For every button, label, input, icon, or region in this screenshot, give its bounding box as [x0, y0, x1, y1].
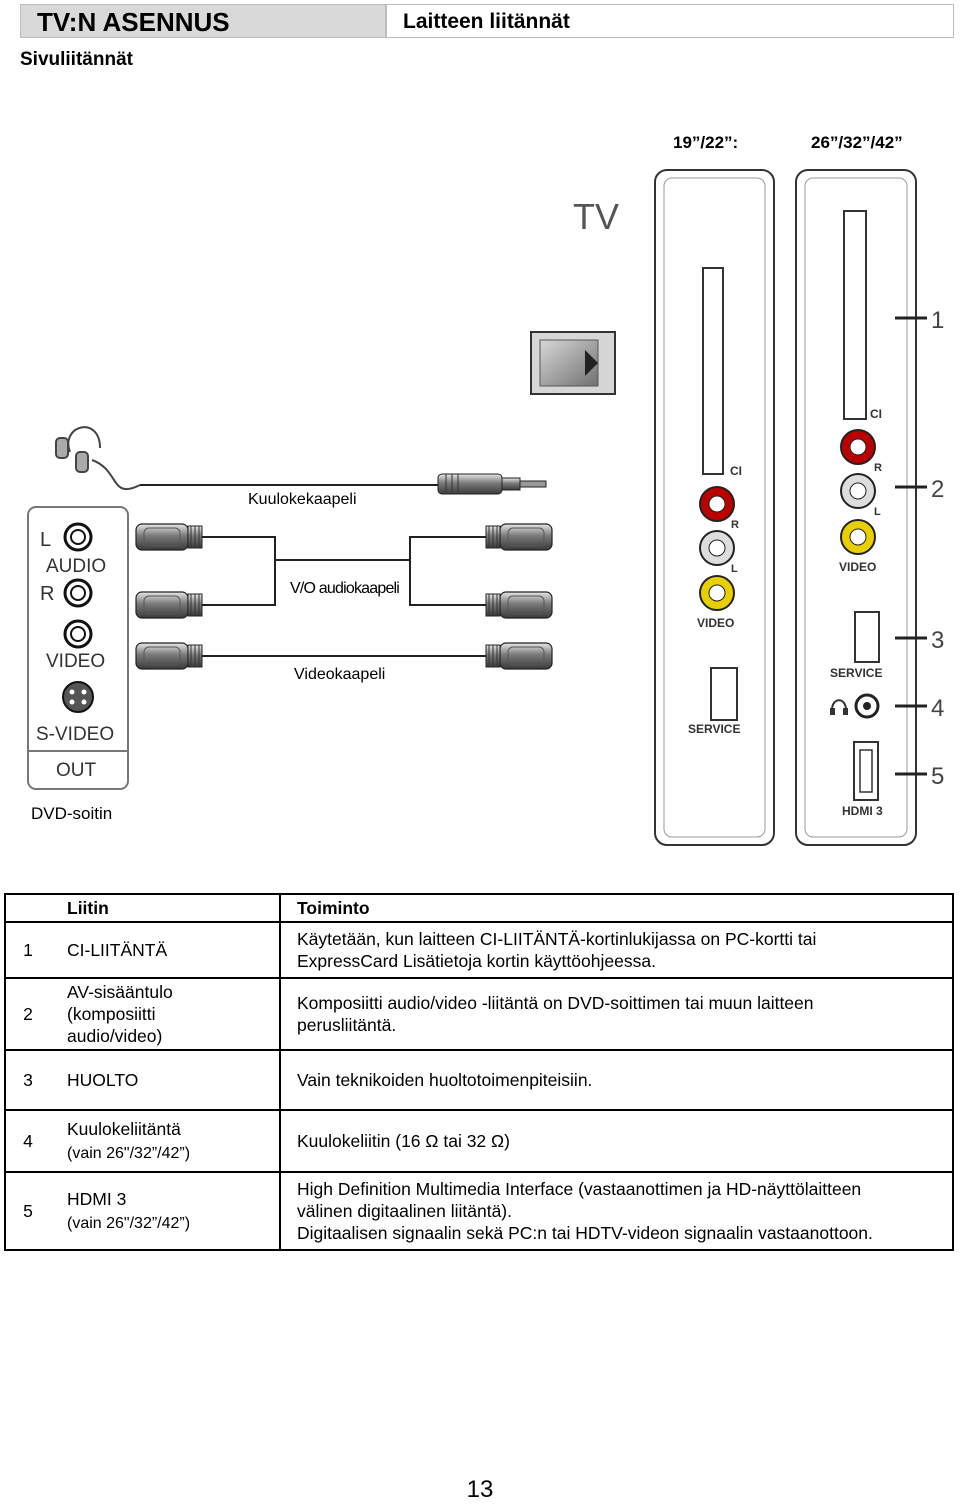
svg-text:R: R — [874, 462, 882, 474]
svg-text:HDMI 3: HDMI 3 — [842, 804, 883, 818]
svg-text:SERVICE: SERVICE — [688, 722, 740, 736]
tv-label: TV — [573, 196, 619, 237]
svg-text:CI: CI — [870, 407, 882, 421]
tv-panel-small: CI R L VIDEO SERVICE — [654, 169, 775, 846]
table-row: 3 HUOLTO Vain teknikoiden huoltotoimenpi… — [4, 1049, 954, 1111]
table-row: 2 AV-sisääntulo (komposiitti audio/video… — [4, 977, 954, 1051]
model-size-large: 26”/32”/42” — [811, 133, 903, 152]
page-title: Laitteen liitännät — [403, 10, 570, 33]
dvd-audio-label: AUDIO — [46, 556, 106, 577]
headphone-cable-label: Kuulokekaapeli — [248, 491, 357, 508]
headphone-jack-icon — [830, 699, 848, 715]
dvd-video-label: VIDEO — [46, 651, 105, 672]
page-number: 13 — [466, 1476, 494, 1503]
model-size-small: 19”/22”: — [673, 133, 739, 152]
table-row: 1 CI-LIITÄNTÄ Käytetään, kun laitteen CI… — [4, 921, 954, 979]
tv-panel-large: CI R L VIDEO SERVICE HDMI 3 — [795, 169, 917, 846]
table-row: 4 Kuulokeliitäntä (vain 26"/32”/42”) Kuu… — [4, 1109, 954, 1173]
ci-card-icon — [530, 331, 616, 395]
rca-plugs-left — [135, 523, 203, 670]
dvd-svideo-label: S-VIDEO — [36, 724, 114, 745]
callout-1: 1 — [931, 307, 944, 334]
callout-2: 2 — [931, 476, 944, 503]
svg-text:L: L — [874, 506, 881, 518]
section-header: TV:N ASENNUS — [20, 4, 386, 38]
av-audio-cable-label: V/O audiokaapeli — [290, 580, 399, 597]
callout-5: 5 — [931, 763, 944, 790]
svg-text:CI: CI — [730, 464, 742, 478]
svg-text:R: R — [731, 519, 739, 531]
dvd-left-label: L — [40, 529, 51, 551]
dvd-out-label: OUT — [56, 760, 97, 781]
callout-4: 4 — [931, 695, 944, 722]
dvd-label: DVD-soitin — [31, 804, 112, 823]
table-row: 5 HDMI 3 (vain 26"/32”/42”) High Definit… — [4, 1171, 954, 1251]
connector-table: Liitin Toiminto 1 CI-LIITÄNTÄ Käytetään,… — [4, 893, 954, 1251]
dvd-right-label: R — [40, 583, 54, 605]
header-function: Toiminto — [280, 893, 954, 923]
svg-text:VIDEO: VIDEO — [697, 616, 734, 630]
video-cable-label: Videokaapeli — [294, 666, 385, 683]
section-title: TV:N ASENNUS — [37, 7, 230, 37]
callouts — [895, 316, 927, 776]
svg-text:SERVICE: SERVICE — [830, 666, 882, 680]
svideo-port-icon — [62, 681, 94, 713]
table-header-row: Liitin Toiminto — [4, 893, 954, 923]
svg-text:L: L — [731, 563, 738, 575]
subtitle: Sivuliitännät — [20, 49, 133, 70]
connection-diagram: L AUDIO R VIDEO S-VIDEO OUT DVD-soitin K… — [27, 169, 944, 846]
dvd-panel: L AUDIO R VIDEO S-VIDEO OUT — [27, 506, 129, 790]
callout-3: 3 — [931, 627, 944, 654]
svg-text:VIDEO: VIDEO — [839, 560, 876, 574]
rca-plugs-right — [485, 523, 553, 670]
minijack-plug-icon — [437, 473, 547, 495]
headphone-icon — [55, 426, 141, 491]
header-connector: Liitin — [50, 893, 281, 923]
page-header: Laitteen liitännät — [386, 4, 954, 38]
